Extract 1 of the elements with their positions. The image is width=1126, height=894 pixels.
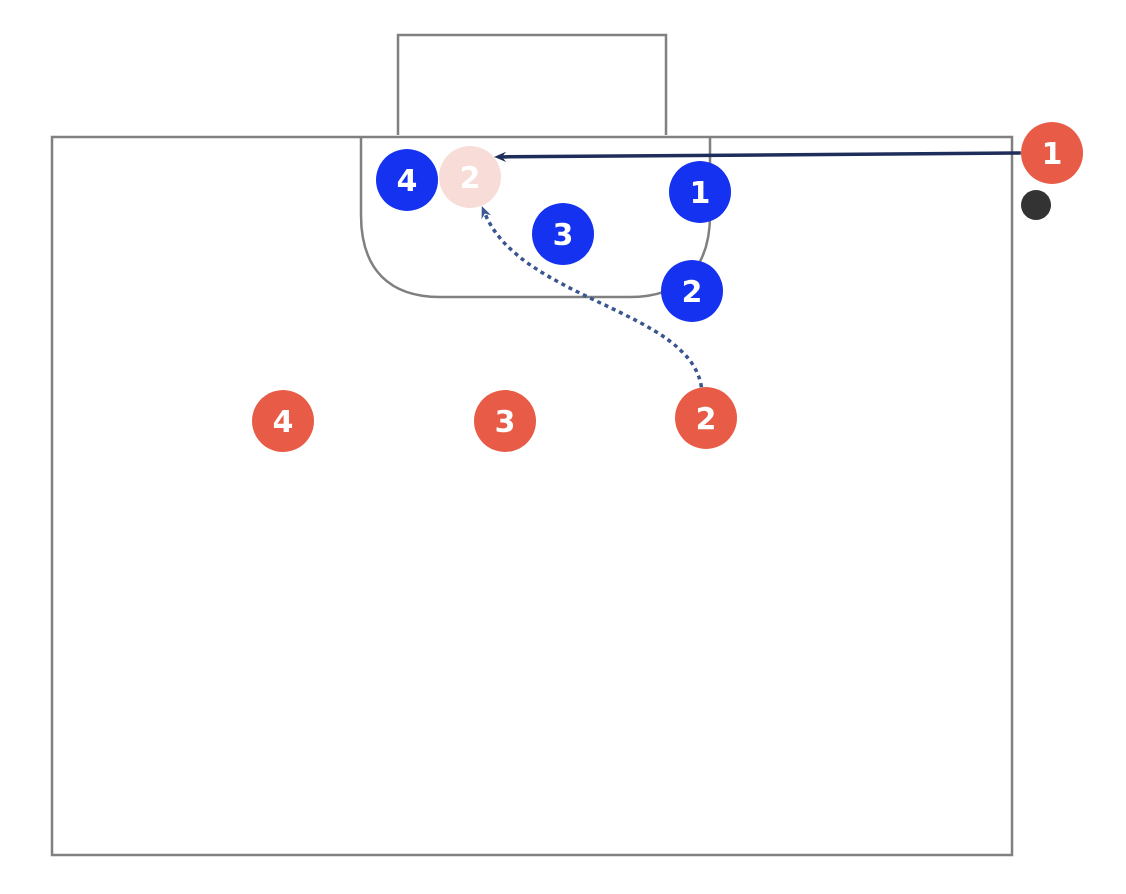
ball xyxy=(1021,190,1051,220)
